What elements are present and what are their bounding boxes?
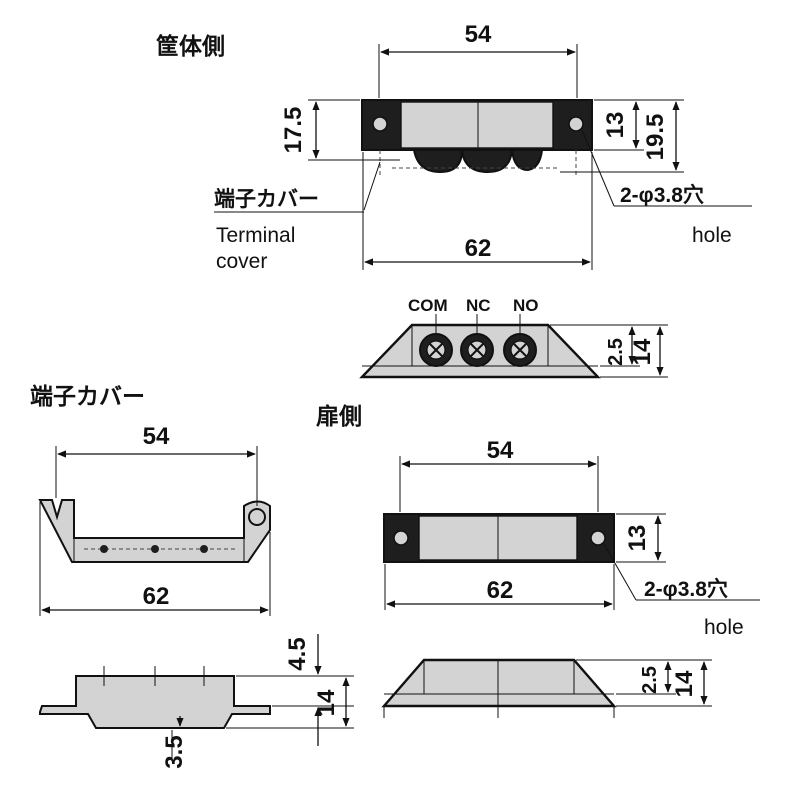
terminal-no: NO [513, 296, 539, 315]
frame-width-54: 54 [465, 21, 492, 48]
cover-dim-4-5: 4.5 [284, 637, 311, 670]
frame-side-profile: COM NC NO 2.5 14 [359, 296, 668, 379]
terminal-cover-label-en-2: cover [216, 250, 267, 273]
cover-width-62: 62 [143, 583, 170, 610]
frame-width-62: 62 [465, 235, 492, 262]
frame-hole-label-en: hole [692, 224, 732, 247]
cover-width-54: 54 [143, 423, 170, 450]
profile-dim-2-5: 2.5 [605, 338, 627, 366]
frame-hole-label: 2-φ3.8穴 [620, 183, 704, 207]
frame-height-13: 13 [602, 112, 629, 139]
terminal-com: COM [408, 296, 448, 315]
terminal-screws [419, 333, 537, 367]
cover-dim-3-5: 3.5 [161, 735, 188, 768]
door-hole-label-en: hole [704, 616, 744, 639]
door-height-13: 13 [624, 525, 651, 552]
frame-side-title: 筐体側 [156, 33, 225, 59]
profile-dim-14: 14 [629, 338, 656, 365]
frame-height-17-5: 17.5 [280, 107, 307, 154]
door-width-62: 62 [487, 577, 514, 604]
door-hole-left [393, 530, 409, 546]
frame-height-19-5: 19.5 [642, 114, 669, 161]
door-side-view: 扉側 54 62 13 2-φ3.8穴 hole [316, 403, 760, 718]
cover-dim-14: 14 [313, 689, 340, 716]
cover-mounting-hole [248, 508, 266, 526]
terminal-nc: NC [466, 296, 491, 315]
frame-side-view: 筐体側 54 62 17.5 [156, 21, 752, 273]
mounting-hole-left [372, 116, 388, 132]
door-dim-2-5: 2.5 [639, 666, 661, 694]
terminal-cover-label-jp: 端子カバー [214, 188, 319, 211]
mounting-hole-right [568, 116, 584, 132]
terminal-cover-view: 端子カバー 54 62 4.5 14 3 [30, 383, 354, 769]
door-hole-right [590, 530, 606, 546]
door-hole-label: 2-φ3.8穴 [644, 577, 728, 601]
door-dim-14: 14 [671, 670, 698, 697]
terminal-cover-label-en-1: Terminal [216, 224, 295, 247]
door-width-54: 54 [487, 437, 514, 464]
terminal-cover-title: 端子カバー [30, 383, 145, 409]
door-side-title: 扉側 [316, 403, 362, 429]
frame-side-body [361, 99, 593, 176]
